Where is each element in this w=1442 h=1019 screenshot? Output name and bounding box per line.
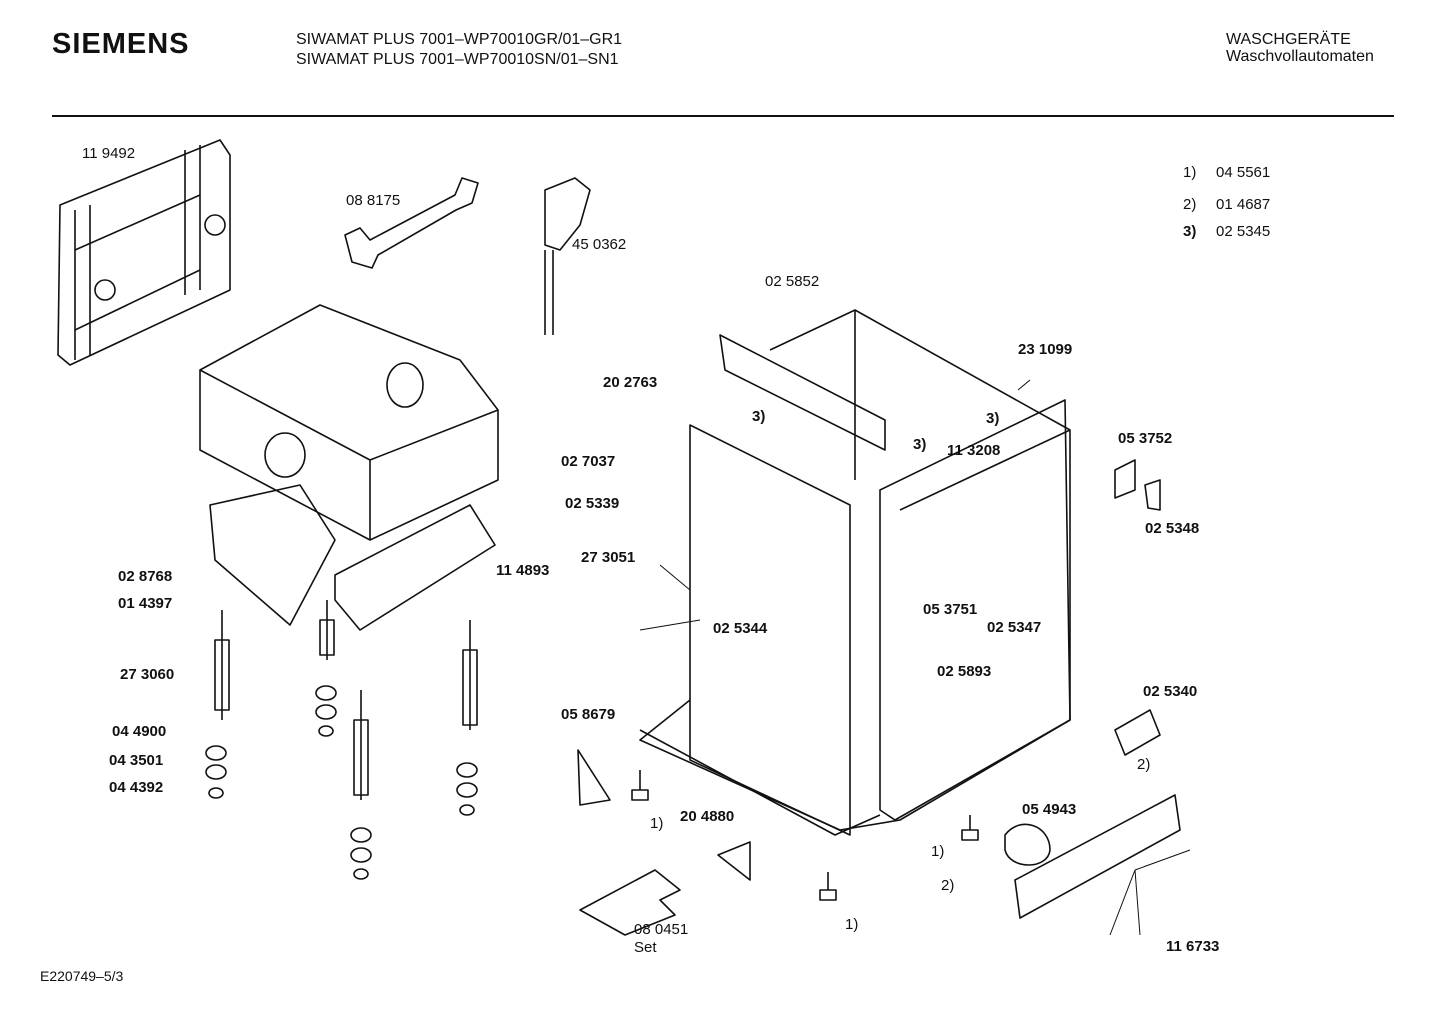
cover-strip-drawing [1014, 794, 1181, 919]
power-plug-drawing [544, 177, 591, 335]
footnote-part-1: 04 5561 [1216, 164, 1271, 181]
corner-plate-drawing [577, 749, 751, 881]
ref-mark: 3) [913, 436, 927, 453]
cabinet-frame-drawing [639, 309, 1071, 836]
ref-mark: 2) [1137, 756, 1151, 773]
footnote-mark-1: 1) [1183, 164, 1197, 181]
part-label: 27 3051 [581, 549, 636, 566]
part-label: 20 2763 [603, 374, 658, 391]
transport-tool-drawing [579, 869, 681, 936]
part-label: 02 5347 [987, 619, 1042, 636]
ref-mark: 1) [845, 916, 859, 933]
header-divider [52, 115, 1394, 117]
part-label: 11 9492 [82, 145, 136, 162]
part-label: 27 3060 [120, 666, 175, 683]
ref-mark: 2) [941, 877, 955, 894]
dispenser-housing-drawing [199, 304, 499, 631]
foot-screw-drawing [631, 770, 979, 901]
mounting-frame-drawing [57, 139, 231, 366]
brand-logo: SIEMENS [52, 28, 190, 60]
part-label: 02 5339 [565, 495, 620, 512]
bracket-drawing [1114, 459, 1161, 511]
part-label: 04 3501 [109, 752, 164, 769]
leader-lines [639, 379, 1191, 936]
part-label: 11 6733 [1166, 938, 1220, 955]
part-label: 02 5340 [1143, 683, 1198, 700]
part-label: 45 0362 [572, 236, 627, 253]
part-label: 02 5893 [937, 663, 992, 680]
footnote-mark-3: 3) [1183, 223, 1197, 240]
footnote-mark-2: 2) [1183, 196, 1197, 213]
part-label: Set [634, 939, 657, 956]
model-line-1: SIWAMAT PLUS 7001–WP70010GR/01–GR1 [296, 31, 623, 48]
seal-ring-drawing [1004, 823, 1051, 866]
footnote-part-2: 01 4687 [1216, 196, 1271, 213]
footnote-part-3: 02 5345 [1216, 223, 1271, 240]
part-label: 02 5348 [1145, 520, 1200, 537]
part-label: 05 4943 [1022, 801, 1077, 818]
part-label: 04 4900 [112, 723, 167, 740]
part-label: 08 0451 [634, 921, 689, 938]
part-label: 05 3751 [923, 601, 978, 618]
ref-mark: 3) [986, 410, 1000, 427]
part-label: 08 8175 [346, 192, 401, 209]
part-label: 02 7037 [561, 453, 616, 470]
part-label: 05 3752 [1118, 430, 1173, 447]
part-label: 02 5344 [713, 620, 768, 637]
part-label: 11 3208 [947, 442, 1001, 459]
ref-mark: 1) [650, 815, 664, 832]
handle-drawing [1114, 709, 1161, 756]
wrench-drawing [344, 177, 479, 269]
model-line-2: SIWAMAT PLUS 7001–WP70010SN/01–SN1 [296, 51, 619, 68]
ref-mark: 3) [752, 408, 766, 425]
part-label: 23 1099 [1018, 341, 1073, 358]
part-label: 02 5852 [765, 273, 820, 290]
ref-mark: 1) [931, 843, 945, 860]
part-label: 05 8679 [561, 706, 616, 723]
part-label: 04 4392 [109, 779, 164, 796]
document-code: E220749–5/3 [40, 968, 124, 984]
part-label: 02 8768 [118, 568, 173, 585]
category-subtitle: Waschvollautomaten [1226, 48, 1374, 65]
part-label: 11 4893 [496, 562, 550, 579]
part-label: 20 4880 [680, 808, 735, 825]
shock-absorbers-drawing [205, 600, 478, 880]
part-label: 01 4397 [118, 595, 173, 612]
category-title: WASCHGERÄTE [1226, 31, 1351, 48]
